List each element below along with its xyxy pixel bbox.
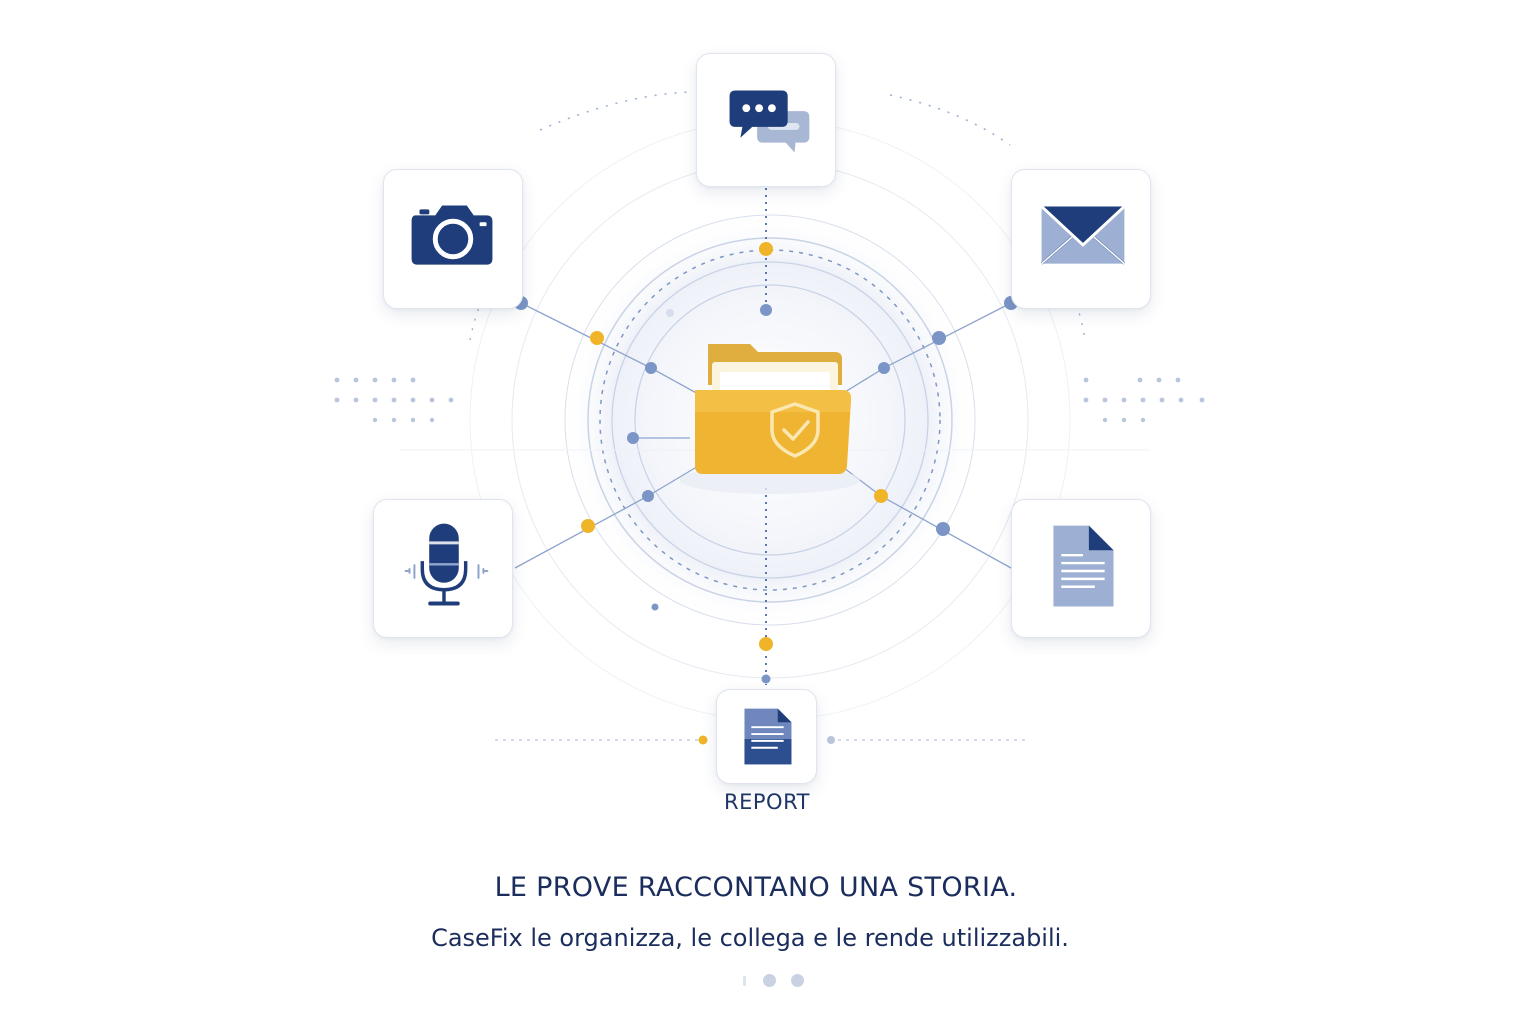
email-card[interactable]: [1011, 169, 1151, 309]
concentric-rings: [469, 119, 1071, 721]
pager-dot-1[interactable]: [763, 974, 776, 987]
report-document-icon: [744, 708, 792, 765]
right-dot-grid: [1083, 377, 1205, 423]
envelope-icon: [1040, 205, 1126, 265]
subline: CaseFix le organizza, le collega e le re…: [431, 924, 1069, 952]
pager-dot-2[interactable]: [791, 974, 804, 987]
camera-card[interactable]: [383, 169, 523, 309]
chat-bubbles-icon: [729, 90, 810, 153]
folder-shield-check-icon: [680, 344, 860, 494]
gold-nodes: [581, 242, 888, 745]
document-icon: [1053, 525, 1114, 607]
blue-nodes: [514, 296, 1018, 744]
audio-card[interactable]: [373, 499, 513, 638]
report-card[interactable]: [716, 689, 817, 784]
connector-lines: [514, 302, 1012, 569]
report-label: REPORT: [724, 790, 810, 814]
pagination-dots: [740, 972, 810, 990]
left-dot-grid: [334, 377, 454, 423]
document-card[interactable]: [1011, 499, 1151, 638]
chat-card[interactable]: [696, 53, 836, 187]
microphone-icon: [404, 523, 489, 606]
camera-icon: [411, 205, 493, 265]
pager-edge: [743, 976, 746, 986]
headline: LE PROVE RACCONTANO UNA STORIA.: [494, 872, 1018, 903]
